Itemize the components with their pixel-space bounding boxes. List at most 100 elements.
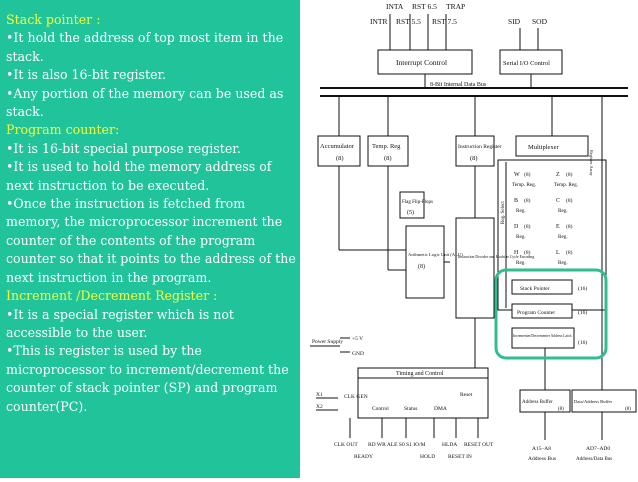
clk-gen-label: CLK GEN (344, 394, 368, 400)
reg-b-bits: (8) (524, 197, 531, 204)
pin-reset-in: RESET IN (448, 454, 472, 460)
reg-e: E (556, 224, 560, 230)
architecture-diagram: INTA RST 6.5 TRAP INTR RST 5.5 RST 7.5 S… (310, 0, 638, 478)
pin-rst75: RST 7.5 (432, 17, 457, 26)
instruction-register-bits: (8) (470, 155, 478, 162)
highlight-ring (494, 268, 608, 360)
pin-ready: READY (354, 454, 373, 460)
register-array-label: Register Array (589, 150, 594, 177)
reg-c-sub: Reg. (558, 208, 568, 214)
accumulator-label: Accumulator (320, 143, 355, 150)
pin-inta: INTA (386, 2, 404, 11)
reg-l: L (556, 250, 560, 256)
program-counter-point-3: •Once the instruction is fetched from me… (6, 196, 296, 285)
incdec-box (511, 327, 575, 349)
heading-stack-pointer: Stack pointer : (6, 12, 101, 27)
incdec-point-2: •This is register is used by the micropr… (6, 343, 289, 414)
power-supply-label: Power Supply (312, 339, 343, 345)
reg-d-bits: (8) (524, 223, 531, 230)
alu-bits: (8) (418, 263, 425, 270)
reg-e-sub: Reg. (558, 234, 568, 240)
pin-clk-out: CLK OUT (334, 442, 358, 448)
instruction-register-label: Instruction Register (458, 144, 502, 150)
pin-hlda: HLDA (442, 442, 457, 448)
reg-d-sub: Reg. (516, 234, 526, 240)
address-buffer-bits: (8) (558, 407, 564, 412)
x2-label: X2 (316, 404, 323, 410)
reg-c-bits: (8) (566, 197, 573, 204)
timing-control-label: Timing and Control (396, 371, 444, 377)
program-counter-point-2: •It is used to hold the memory address o… (6, 159, 272, 193)
reg-h: H (514, 250, 519, 256)
pin-control-status: RD WR ALE S0 S1 IO/M (368, 442, 426, 448)
pin-reset-out: RESET OUT (464, 442, 494, 448)
interrupt-control-label: Interrupt Control (396, 58, 447, 67)
ad7-ad0-label: AD7–AD0 (586, 446, 610, 452)
heading-incdec-register: Increment /Decrement Register : (6, 288, 218, 304)
a15-a8-label: A15–A8 (532, 446, 551, 452)
stack-pointer-point-3: •Any portion of the memory can be used a… (6, 85, 284, 120)
stack-pointer-label: Stack Pointer (520, 286, 550, 292)
diagram-svg: INTA RST 6.5 TRAP INTR RST 5.5 RST 7.5 S… (310, 2, 637, 462)
reg-w-sub: Temp. Reg. (512, 182, 536, 188)
accumulator-bits: (8) (336, 155, 344, 162)
flag-bits: (5) (407, 209, 414, 216)
heading-program-counter: Program counter: (6, 122, 120, 138)
serial-io-label: Serial I/O Control (503, 60, 550, 67)
reg-z-sub: Temp. Reg. (554, 182, 578, 188)
reg-h-sub: Reg. (516, 260, 526, 266)
address-bus-label: Address Bus (528, 456, 556, 462)
program-counter-point-1: •It is 16-bit special purpose register. (6, 140, 241, 156)
program-counter-label: Program Counter (517, 310, 555, 316)
x1-label: X1 (316, 392, 323, 398)
incdec-bits: (16) (578, 339, 587, 346)
alu-label: Arithmetic Logic Unit (ALU) (408, 252, 463, 257)
bus-label: 8-Bit Internal Data Bus (430, 82, 487, 88)
multiplexer-label: Multiplexer (528, 144, 560, 151)
pin-rst65: RST 6.5 (412, 2, 437, 11)
stack-pointer-point-1: •It hold the address of top most item in… (6, 30, 284, 64)
address-buffer-label: Address Buffer (522, 400, 553, 405)
reg-z-bits: (8) (566, 171, 573, 178)
pin-sid: SID (508, 17, 521, 26)
notes-panel: Stack pointer : •It hold the address of … (0, 0, 300, 478)
pin-sod: SOD (532, 17, 548, 26)
notes-text: Stack pointer : •It hold the address of … (6, 11, 296, 416)
program-counter-box (511, 303, 573, 319)
reg-b-sub: Reg. (516, 208, 526, 214)
decoder-label: Instruction Decoder and Machine Cycle En… (458, 255, 534, 259)
data-buffer-bits: (8) (625, 407, 631, 412)
reg-c: C (556, 198, 560, 204)
reg-d: D (514, 224, 519, 230)
reg-w: W (514, 172, 520, 178)
pin-rst55: RST 5.5 (396, 17, 421, 26)
reg-l-bits: (8) (566, 249, 573, 256)
reg-h-bits: (8) (524, 249, 531, 256)
incdec-point-1: •It is a special register which is not a… (6, 306, 234, 340)
pin-intr: INTR (370, 17, 388, 26)
reg-l-sub: Reg. (558, 260, 568, 266)
reg-z: Z (556, 172, 560, 178)
reg-select-label: Reg. Select (501, 201, 506, 224)
flag-label: Flag Flip-Flops (402, 200, 433, 205)
gnd-label: GND (352, 351, 364, 357)
address-data-bus-label: Address/Data Bus (576, 457, 612, 462)
stack-pointer-bits: (16) (578, 285, 587, 292)
reg-b: B (514, 198, 518, 204)
stack-pointer-box (511, 279, 573, 295)
temp-reg-label: Temp. Reg (372, 143, 401, 150)
incdec-label: Incrementer/Decrementer Address Latch (513, 334, 572, 338)
pin-trap: TRAP (446, 2, 465, 11)
reg-w-bits: (8) (524, 171, 531, 178)
reset-label: Reset (460, 392, 473, 398)
dma-label: DMA (434, 406, 447, 412)
program-counter-bits: (16) (578, 309, 587, 316)
stack-pointer-point-2: •It is also 16-bit register. (6, 67, 167, 83)
control-label: Control (372, 406, 389, 412)
temp-reg-bits: (8) (384, 155, 392, 162)
status-label: Status (404, 406, 417, 412)
plus5v-label: +5 V (352, 336, 363, 342)
pin-hold: HOLD (420, 454, 435, 460)
data-address-buffer-label: Data/Address Buffer (574, 399, 613, 404)
